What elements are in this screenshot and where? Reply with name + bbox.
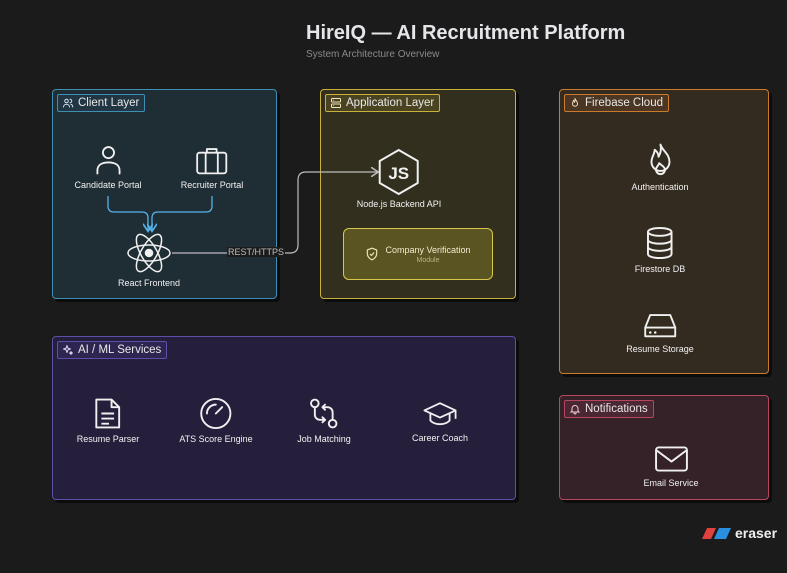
- node-label: Resume Storage: [626, 344, 694, 354]
- mail-icon: [654, 446, 688, 472]
- gauge-icon: [200, 397, 232, 430]
- svg-text:JS: JS: [389, 164, 410, 183]
- node-label: Authentication: [631, 182, 689, 192]
- group-title: Application Layer: [346, 97, 435, 109]
- node-label: Email Service: [643, 478, 699, 488]
- node-label: Node.js Backend API: [356, 199, 442, 209]
- module-subtitle: Module: [416, 256, 440, 264]
- node-label: Career Coach: [411, 433, 469, 443]
- edge-recruiter-to-frontend[interactable]: [152, 196, 213, 230]
- node-recruiter-portal[interactable]: Recruiter Portal: [180, 144, 244, 190]
- node-candidate-portal[interactable]: Candidate Portal: [74, 144, 142, 190]
- diagram-subtitle: System Architecture Overview: [306, 49, 440, 60]
- diagram-title: HireIQ — AI Recruitment Platform: [306, 22, 626, 44]
- node-job-matching[interactable]: Job Matching: [297, 397, 351, 444]
- briefcase-icon: [196, 148, 228, 175]
- edge-frontend-to-api[interactable]: [172, 172, 377, 254]
- file-text-icon: [95, 398, 121, 429]
- group-label-notifications: Notifications: [564, 400, 654, 418]
- bell-icon: [569, 405, 581, 415]
- node-label: ATS Score Engine: [179, 434, 253, 444]
- react-icon: [127, 233, 171, 273]
- group-firebase-cloud[interactable]: Firebase Cloud: [559, 89, 769, 374]
- group-ai-ml-services[interactable]: AI / ML Services: [52, 336, 516, 500]
- node-ats-score-engine[interactable]: ATS Score Engine: [179, 397, 253, 444]
- node-label: Firestore DB: [634, 264, 686, 274]
- brand-name: eraser: [735, 525, 778, 541]
- user-icon: [95, 146, 120, 175]
- node-react-frontend[interactable]: React Frontend: [118, 232, 180, 288]
- hard-drive-icon: [644, 314, 676, 338]
- group-title: AI / ML Services: [78, 344, 162, 356]
- shield-check-icon: [367, 247, 378, 261]
- node-label: React Frontend: [117, 278, 181, 288]
- git-compare-icon: [310, 398, 338, 429]
- users-icon: [63, 98, 74, 108]
- node-company-verification[interactable]: Company Verification Module: [343, 228, 493, 280]
- group-label-client: Client Layer: [57, 94, 146, 112]
- node-label: Recruiter Portal: [180, 180, 244, 190]
- node-career-coach[interactable]: Career Coach: [412, 399, 468, 443]
- group-client-layer[interactable]: Client Layer: [52, 89, 277, 299]
- flame-icon: [650, 143, 670, 176]
- node-label: Job Matching: [297, 434, 351, 444]
- eraser-logo-icon: [702, 527, 731, 539]
- group-label-firebase: Firebase Cloud: [564, 94, 669, 112]
- group-title: Client Layer: [78, 97, 140, 109]
- database-icon: [647, 226, 673, 260]
- sparkles-icon: [63, 345, 73, 355]
- node-nodejs-api[interactable]: JS Node.js Backend API: [356, 148, 442, 209]
- node-authentication[interactable]: Authentication: [631, 142, 689, 192]
- edge-label-rest-https: REST/HTTPS: [227, 247, 286, 257]
- eraser-logo[interactable]: eraser: [702, 525, 777, 541]
- server-icon: [331, 98, 341, 108]
- module-title: Company Verification: [385, 244, 471, 255]
- group-label-ai: AI / ML Services: [57, 341, 168, 359]
- group-title: Firebase Cloud: [585, 97, 663, 109]
- graduation-cap-icon: [423, 402, 457, 426]
- edge-candidate-to-frontend[interactable]: [107, 196, 148, 230]
- node-resume-storage[interactable]: Resume Storage: [626, 310, 694, 354]
- nodejs-icon: JS: [379, 149, 419, 195]
- node-label: Candidate Portal: [74, 180, 142, 190]
- group-title: Notifications: [585, 403, 648, 415]
- flame-icon: [572, 98, 578, 107]
- node-label: Resume Parser: [76, 434, 140, 444]
- node-firestore-db[interactable]: Firestore DB: [634, 226, 686, 274]
- group-label-application: Application Layer: [325, 94, 441, 112]
- node-resume-parser[interactable]: Resume Parser: [76, 397, 140, 444]
- node-email-service[interactable]: Email Service: [643, 444, 699, 488]
